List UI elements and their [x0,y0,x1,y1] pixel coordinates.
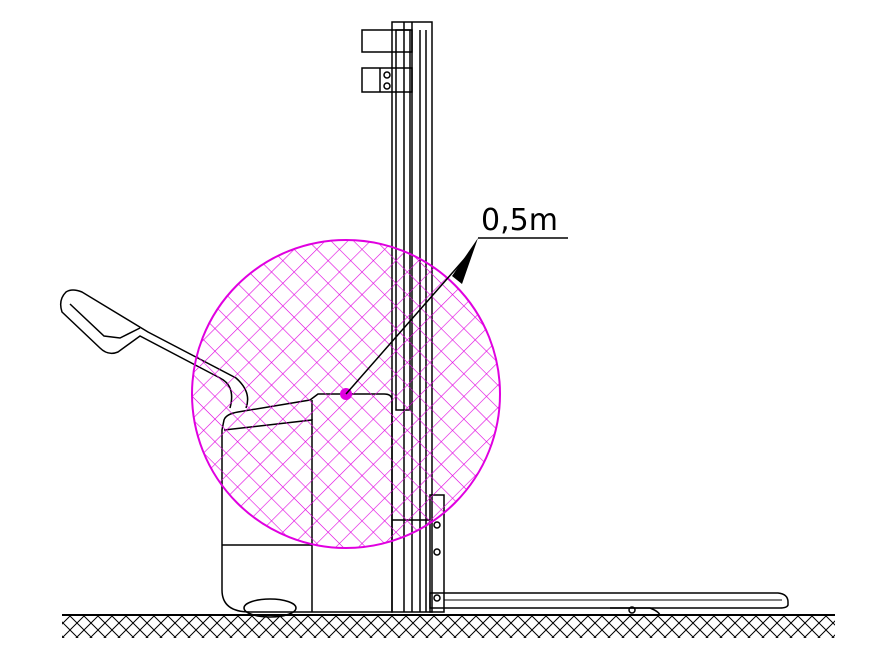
radius-annotation: 0,5m [345,203,568,395]
forks [429,592,789,617]
radius-label: 0,5m [481,203,558,238]
ground [62,614,835,638]
